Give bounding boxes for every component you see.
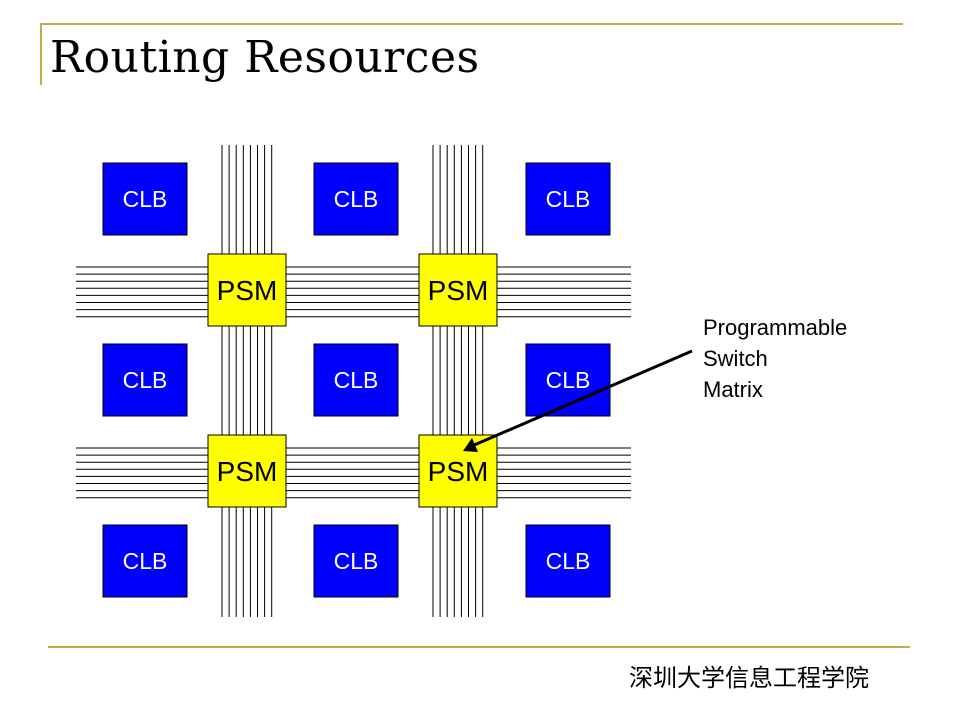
psm-row2-col1: PSM (207, 434, 287, 508)
clb-row3-col3-label: CLB (546, 548, 591, 574)
clb-row3-col2-label: CLB (334, 548, 379, 574)
top-vertical-rule (40, 23, 42, 85)
clb-row3-col1-label: CLB (123, 548, 168, 574)
psm-row1-col2-box (418, 253, 498, 327)
routing-wires (76, 145, 631, 617)
clb-row2-col1-box (102, 343, 188, 417)
clb-row1-col2-label: CLB (334, 186, 379, 212)
psm-row2-col2-label: PSM (428, 456, 489, 487)
clb-row1-col1-box (102, 162, 188, 236)
clb-row2-col2-label: CLB (334, 367, 379, 393)
psm-row1-col1-label: PSM (217, 275, 278, 306)
psm-row2-col1-box (207, 434, 287, 508)
clb-row1-col3-box (525, 162, 611, 236)
clb-row1-col3: CLB (525, 162, 611, 236)
callout-line-2: Switch (703, 346, 768, 371)
psm-blocks: PSM PSM PSM PSM (207, 253, 498, 508)
psm-row1-col1: PSM (207, 253, 287, 327)
clb-row1-col2: CLB (313, 162, 399, 236)
callout-arrowhead (463, 438, 478, 452)
footer-institution: 深圳大学信息工程学院 (629, 664, 869, 692)
clb-row3-col2-box (313, 524, 399, 598)
top-horizontal-rule (41, 23, 903, 25)
clb-row2-col1-label: CLB (123, 367, 168, 393)
clb-row3-col2: CLB (313, 524, 399, 598)
clb-row2-col2: CLB (313, 343, 399, 417)
clb-row1-col2-box (313, 162, 399, 236)
callout-line-1: Programmable (703, 315, 847, 340)
psm-row1-col2-label: PSM (428, 275, 489, 306)
callout-line-3: Matrix (703, 377, 763, 402)
clb-blocks: CLB CLB CLB CLB CLB CLB CLB CLB CLB (102, 162, 611, 598)
clb-row3-col3: CLB (525, 524, 611, 598)
psm-row1-col2: PSM (418, 253, 498, 327)
clb-row2-col1: CLB (102, 343, 188, 417)
bottom-horizontal-rule (48, 646, 910, 648)
clb-row3-col1-box (102, 524, 188, 598)
clb-row3-col3-box (525, 524, 611, 598)
slide-title: Routing Resources (50, 32, 480, 83)
psm-row2-col1-label: PSM (217, 456, 278, 487)
clb-row1-col1: CLB (102, 162, 188, 236)
callout-arrow-line (471, 349, 693, 448)
clb-row1-col3-label: CLB (546, 186, 591, 212)
clb-row1-col1-label: CLB (123, 186, 168, 212)
psm-row2-col2: PSM (418, 434, 498, 508)
clb-row2-col2-box (313, 343, 399, 417)
clb-row3-col1: CLB (102, 524, 188, 598)
clb-row2-col3-label: CLB (546, 367, 591, 393)
psm-row2-col2-box (418, 434, 498, 508)
psm-row1-col1-box (207, 253, 287, 327)
